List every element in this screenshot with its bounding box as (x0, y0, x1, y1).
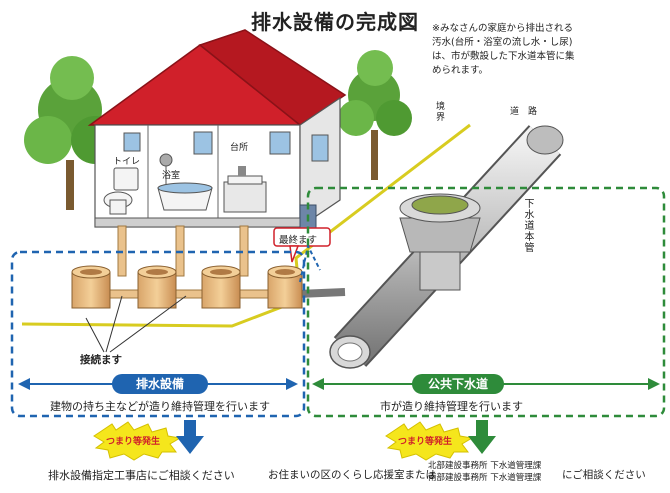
house (87, 29, 347, 229)
clog-alert-left: つまり等発生 (106, 437, 161, 447)
final-ms-callout-tail (289, 245, 300, 263)
inspection-chamber (201, 265, 241, 309)
down-arrow-right (468, 420, 496, 454)
final-ms-callout (273, 227, 331, 247)
drainage-facility-region (10, 250, 306, 418)
house-drain-pipes (95, 225, 297, 299)
drainage-facility-pill: 排水設備 (112, 374, 208, 394)
tree-right (338, 50, 412, 180)
boundary-label: 境界 (436, 102, 446, 123)
public-manhole (399, 193, 481, 291)
public-sewer-pill: 公共下水道 (412, 374, 504, 394)
right-contact-suffix: にご相談ください (562, 469, 646, 481)
explanatory-note: ※みなさんの家庭から排出される 汚水(台所・浴室の流し水・し尿) は、市が敷設し… (432, 22, 662, 78)
final-ms-label: 最終ます (279, 235, 318, 246)
final-inspection-chamber (267, 265, 303, 309)
left-contact: 排水設備指定工事店にご相談ください (48, 469, 235, 482)
sewer-main-label: 下水道本管 (522, 198, 533, 253)
toilet-label: トイレ (113, 157, 141, 167)
inspection-chamber (137, 265, 177, 309)
note-line: ※みなさんの家庭から排出される (432, 23, 573, 34)
kitchen-label: 台所 (230, 143, 249, 153)
note-line: められます。 (432, 65, 489, 76)
right-contact-prefix: お住まいの区のくらし応援室または (268, 469, 436, 481)
down-arrow-left (176, 420, 204, 454)
public-sewer-region (306, 186, 666, 418)
toilet-icon (103, 167, 139, 215)
connecting-label: 接続ます (80, 354, 122, 366)
drainage-facility-desc: 建物の持ち主などが造り維持管理を行います (50, 400, 270, 413)
clog-burst-right (385, 421, 474, 461)
road-label: 道 路 (510, 107, 538, 117)
south-office-dept: 南部建設事務所 下水道管理課 (428, 473, 542, 483)
public-sewer-desc: 市が造り維持管理を行います (380, 400, 523, 413)
north-office-dept: 北部建設事務所 下水道管理課 (428, 461, 542, 471)
note-line: 汚水(台所・浴室の流し水・し尿) (432, 37, 573, 48)
bathroom-label: 浴室 (162, 171, 181, 181)
connection-pipe (297, 288, 346, 298)
bathtub-icon (157, 153, 213, 211)
inspection-chamber (71, 265, 111, 309)
clog-burst-left (93, 421, 182, 461)
page-title: 排水設備の完成図 (251, 10, 419, 34)
note-line: は、市が敷設した下水道本管に集 (432, 51, 575, 62)
sink-icon (223, 166, 267, 213)
region-notch (299, 243, 321, 283)
connecting-leader-lines (85, 295, 187, 353)
clog-alert-right: つまり等発生 (398, 437, 453, 447)
